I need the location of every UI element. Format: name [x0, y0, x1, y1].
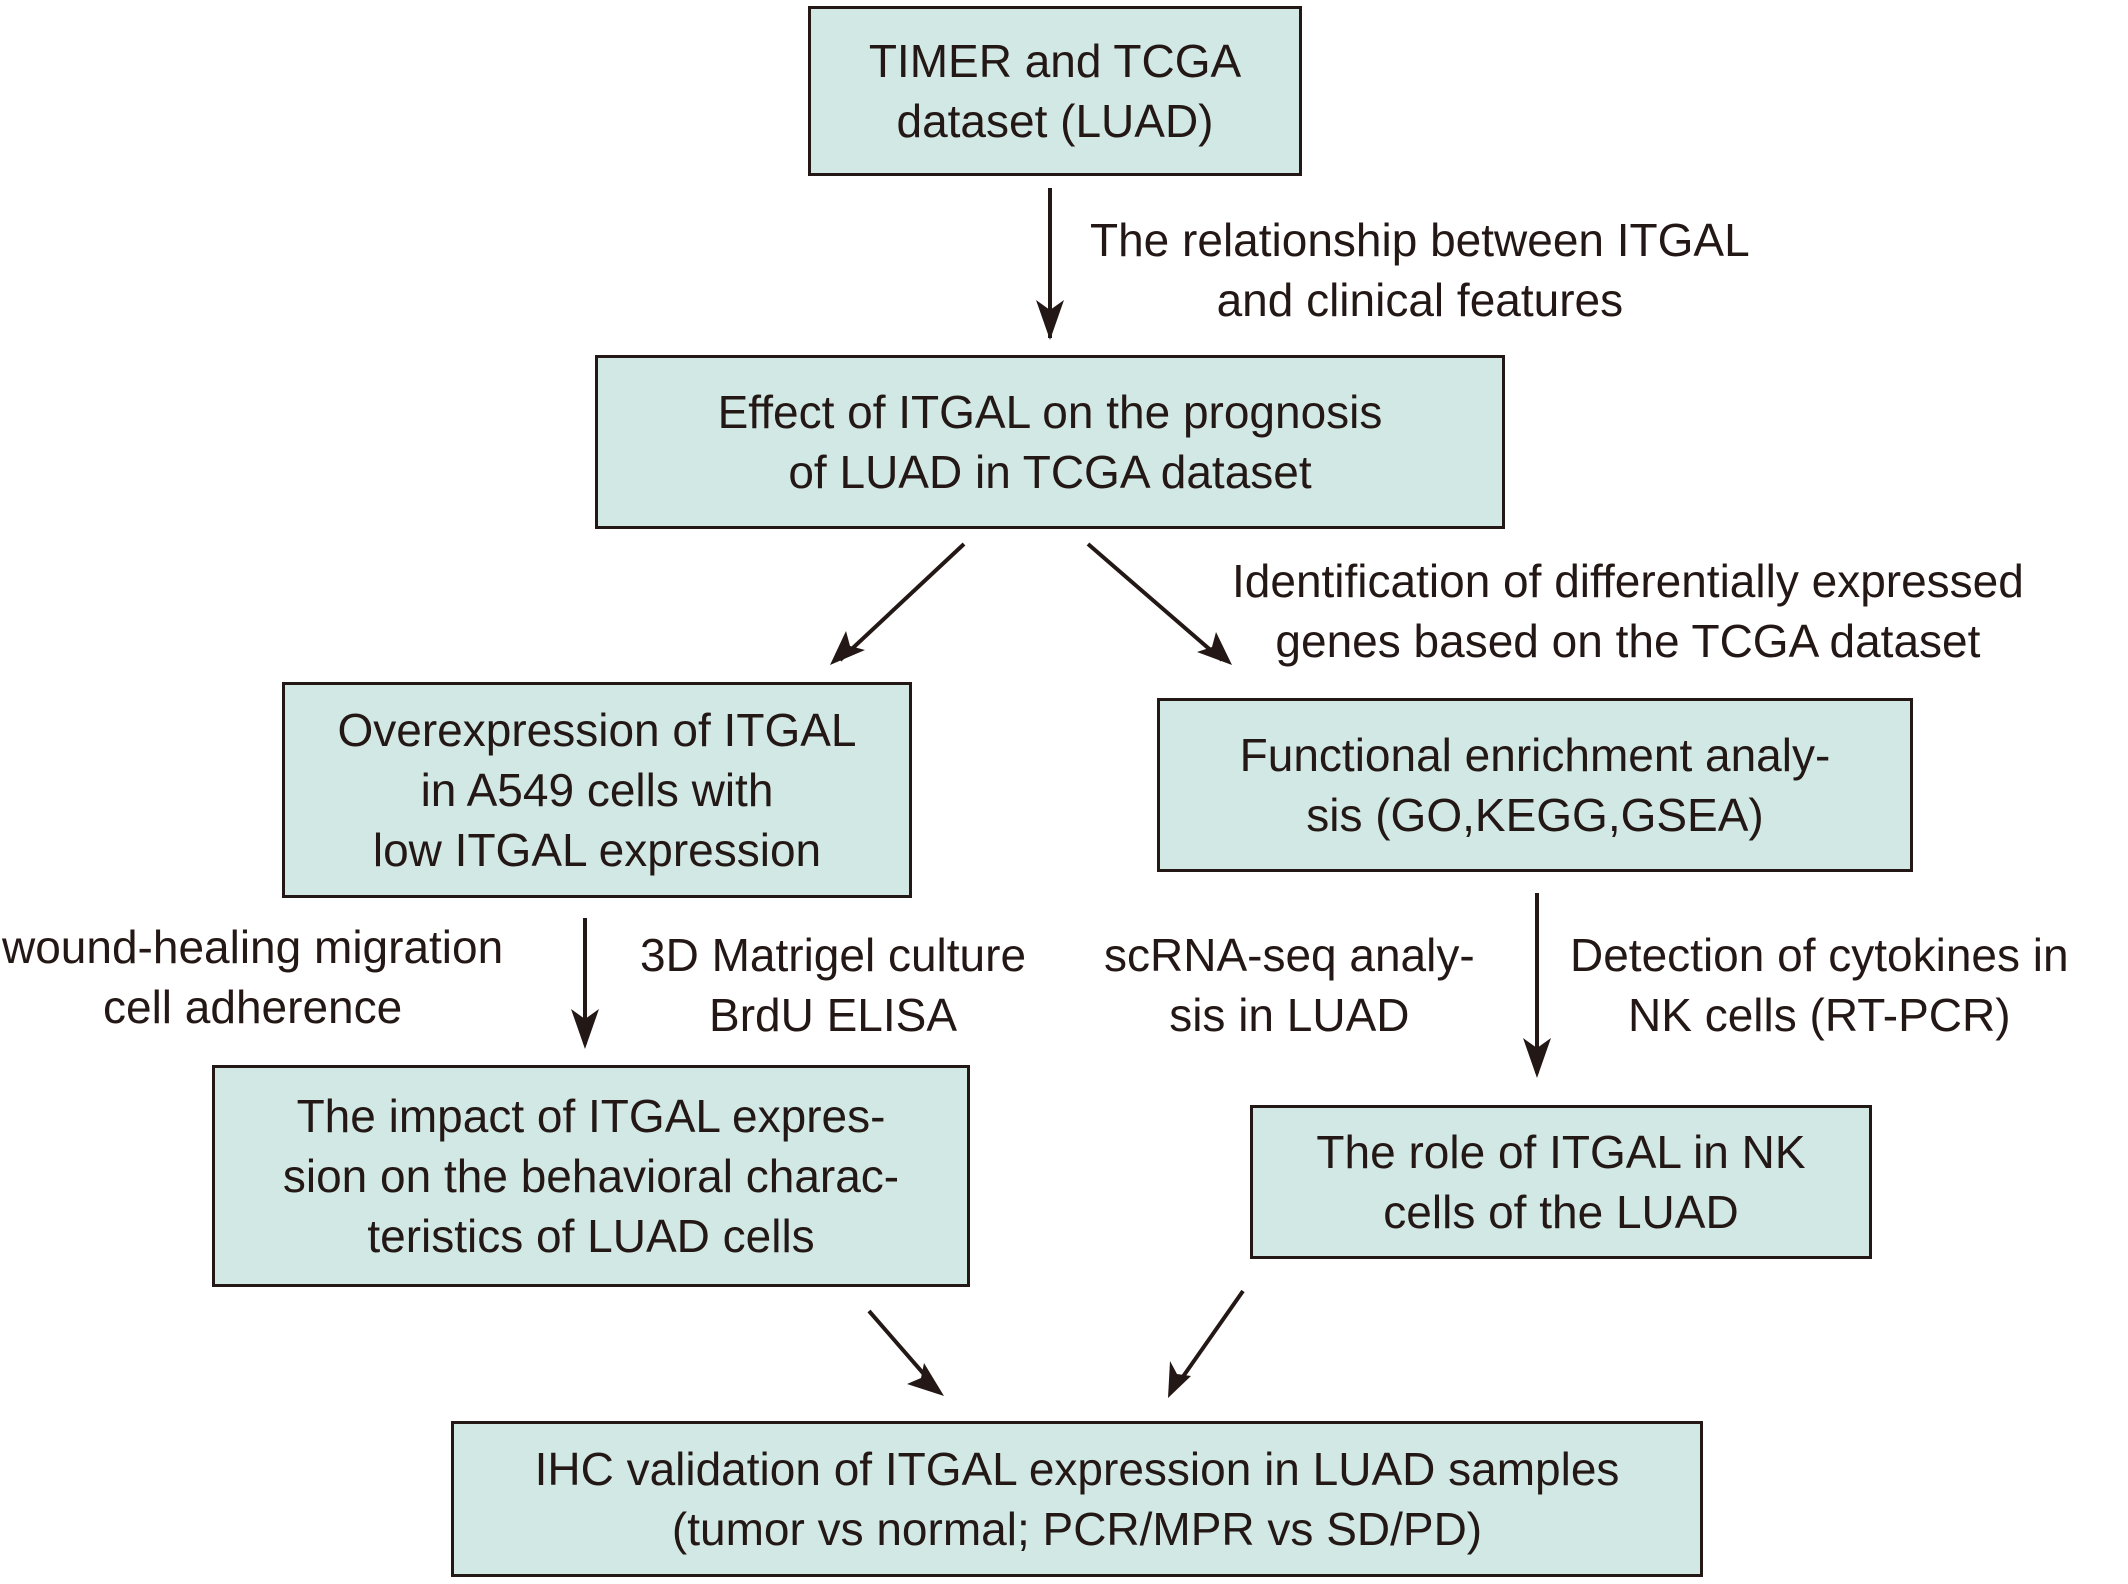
arrow-prognosis-to-enrichment — [1086, 542, 1224, 662]
node-text: Functional enrichment analy- — [1239, 729, 1831, 781]
arrow-prognosis-to-overexpression — [838, 542, 966, 662]
label-text: BrdU ELISA — [709, 989, 958, 1041]
label-text: 3D Matrigel culture — [640, 929, 1027, 981]
node-text: cells of the LUAD — [1383, 1186, 1739, 1238]
label-text: wound-healing migration — [2, 921, 504, 973]
label-matrigel: 3D Matrigel culture BrdU ELISA — [640, 925, 1026, 1045]
node-text: sis (GO,KEGG,GSEA) — [1306, 789, 1764, 841]
node-text: Effect of ITGAL on the prognosis — [717, 386, 1383, 438]
label-text: The relationship between ITGAL — [1090, 214, 1750, 266]
arrowhead — [571, 1009, 599, 1049]
label-clinical-features: The relationship between ITGAL and clini… — [1090, 210, 1750, 330]
arrowhead — [907, 1363, 944, 1396]
arrow-nk-to-ihc — [1173, 1289, 1245, 1390]
node-text: teristics of LUAD cells — [367, 1210, 815, 1262]
node-text: IHC validation of ITGAL expression in LU… — [534, 1443, 1620, 1495]
node-text: in A549 cells with — [420, 764, 774, 816]
node-prognosis: Effect of ITGAL on the prognosis of LUAD… — [595, 355, 1505, 529]
label-deg-identification: Identification of differentially express… — [1232, 551, 2024, 671]
node-overexpression: Overexpression of ITGAL in A549 cells wi… — [282, 682, 912, 898]
label-wound-healing: wound-healing migration cell adherence — [2, 917, 503, 1037]
label-cytokines: Detection of cytokines in NK cells (RT-P… — [1570, 925, 2069, 1045]
node-nk-role: The role of ITGAL in NK cells of the LUA… — [1250, 1105, 1872, 1259]
node-ihc-validation: IHC validation of ITGAL expression in LU… — [451, 1421, 1703, 1577]
node-text: The role of ITGAL in NK — [1316, 1126, 1806, 1178]
node-text: dataset (LUAD) — [896, 95, 1214, 147]
node-text: (tumor vs normal; PCR/MPR vs SD/PD) — [671, 1503, 1483, 1555]
arrowhead — [1168, 1361, 1191, 1398]
label-text: NK cells (RT-PCR) — [1628, 989, 2011, 1041]
label-text: genes based on the TCGA dataset — [1275, 615, 1981, 667]
label-text: scRNA-seq analy- — [1104, 929, 1475, 981]
label-text: cell adherence — [103, 981, 403, 1033]
node-timer-tcga: TIMER and TCGA dataset (LUAD) — [808, 6, 1302, 176]
node-text: sion on the behavioral charac- — [282, 1150, 900, 1202]
node-text: of LUAD in TCGA dataset — [788, 446, 1312, 498]
label-text: Identification of differentially express… — [1232, 555, 2024, 607]
label-scrna-seq: scRNA-seq analy- sis in LUAD — [1104, 925, 1475, 1045]
arrowhead — [830, 631, 865, 665]
arrowhead — [1523, 1038, 1551, 1078]
label-text: Detection of cytokines in — [1570, 929, 2069, 981]
node-enrichment: Functional enrichment analy- sis (GO,KEG… — [1157, 698, 1913, 872]
node-impact: The impact of ITGAL expres- sion on the … — [212, 1065, 970, 1287]
label-text: sis in LUAD — [1169, 989, 1410, 1041]
label-text: and clinical features — [1216, 274, 1624, 326]
arrowhead — [1197, 632, 1232, 665]
arrowhead — [1036, 300, 1064, 340]
node-text: Overexpression of ITGAL — [337, 704, 857, 756]
node-text: The impact of ITGAL expres- — [296, 1090, 886, 1142]
node-text: TIMER and TCGA — [868, 35, 1242, 87]
node-text: low ITGAL expression — [372, 824, 822, 876]
